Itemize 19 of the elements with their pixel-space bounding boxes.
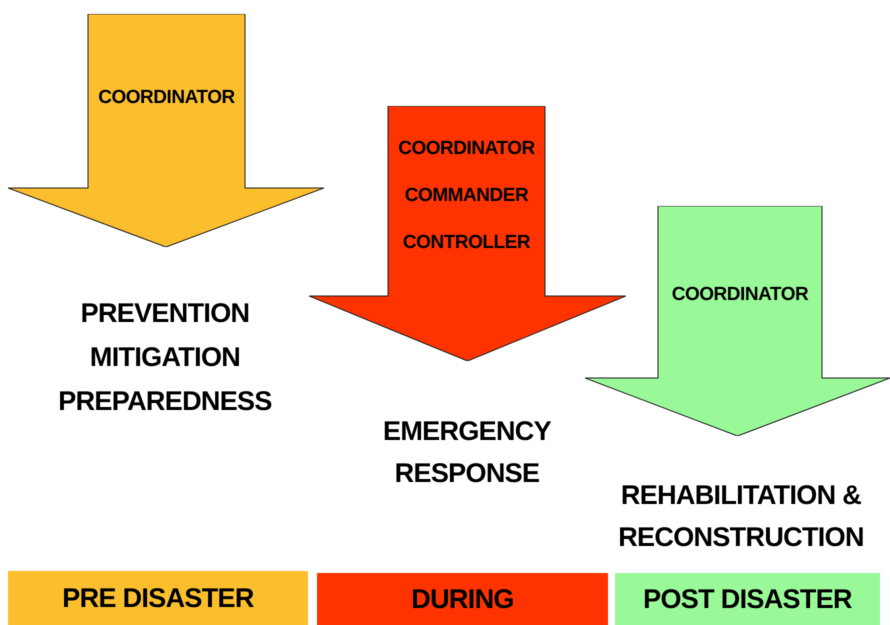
down-arrow-shape — [585, 206, 890, 436]
phase-label: POST DISASTER — [643, 582, 852, 616]
phase-label: DURING — [411, 582, 514, 616]
down-arrow-shape — [8, 14, 324, 247]
phase-bar — [317, 573, 608, 625]
role-text: COORDINATOR — [398, 139, 535, 158]
phase-bar — [8, 571, 308, 625]
activity-text: EMERGENCY RESPONSE — [382, 415, 552, 490]
activity-text: PREVENTION — [80, 297, 250, 330]
phase-label: PRE DISASTER — [62, 582, 254, 615]
role-text: COMMANDER — [404, 186, 528, 205]
role-text: COORDINATOR — [672, 285, 808, 304]
activity-text: REHABILITATION & RECONSTRUCTION — [617, 479, 865, 554]
down-arrow-shape — [309, 106, 626, 361]
role-text: CONTROLLER — [402, 233, 530, 252]
phase-bar — [615, 573, 880, 625]
role-text: COORDINATOR — [98, 88, 235, 107]
activity-text: MITIGATION — [88, 341, 242, 374]
activity-text: PREPAREDNESS — [57, 385, 273, 418]
